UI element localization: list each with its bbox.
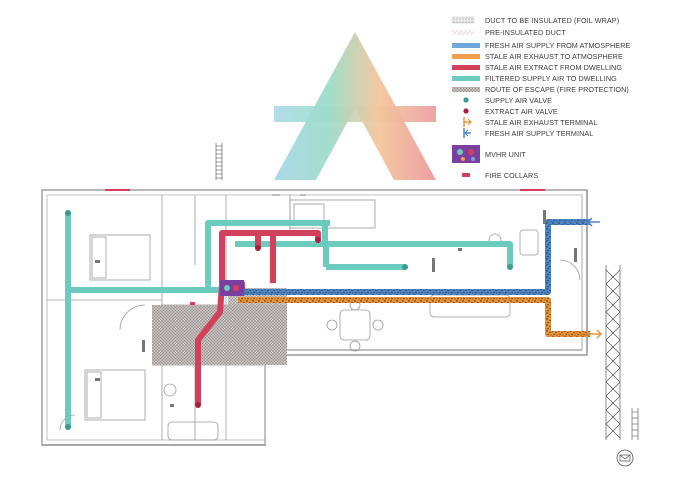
legend-item-supply-valve: SUPPLY AIR VALVE xyxy=(463,96,552,105)
legend-label: FILTERED SUPPLY AIR TO DWELLING xyxy=(485,74,617,83)
legend-label: ROUTE OF ESCAPE (FIRE PROTECTION) xyxy=(485,85,629,94)
supply-terminal-plan xyxy=(586,217,600,227)
room-tags xyxy=(95,210,577,407)
legend-label: SUPPLY AIR VALVE xyxy=(485,96,552,105)
compass-mark xyxy=(616,449,634,467)
legend-item-fresh-supply: FRESH AIR SUPPLY FROM ATMOSPHERE xyxy=(452,41,630,50)
legend-item-stale-extract: STALE AIR EXTRACT FROM DWELLING xyxy=(452,63,622,72)
legend-label: STALE AIR EXHAUST TERMINAL xyxy=(485,118,597,127)
legend-label: MVHR UNIT xyxy=(485,150,526,159)
legend-label: FRESH AIR SUPPLY FROM ATMOSPHERE xyxy=(485,41,630,50)
brand-logo xyxy=(274,32,436,180)
stair-ladder-right xyxy=(605,265,639,440)
legend-label: FRESH AIR SUPPLY TERMINAL xyxy=(485,129,593,138)
legend-item-mvhr: MVHR UNIT xyxy=(452,145,526,163)
duct-fresh-supply xyxy=(238,219,590,295)
legend-label: STALE AIR EXHAUST TO ATMOSPHERE xyxy=(485,52,623,61)
legend-item-extract-valve: EXTRACT AIR VALVE xyxy=(463,107,558,116)
legend-item-fire-collars: FIRE COLLARS xyxy=(462,171,538,180)
legend-label: EXTRACT AIR VALVE xyxy=(485,107,558,116)
legend-item-escape: ROUTE OF ESCAPE (FIRE PROTECTION) xyxy=(452,85,629,94)
legend-label: FIRE COLLARS xyxy=(485,171,538,180)
legend-item-preinsulated: PRE-INSULATED DUCT xyxy=(452,28,566,37)
mvhr-unit-plan xyxy=(220,280,244,296)
legend-label: STALE AIR EXTRACT FROM DWELLING xyxy=(485,63,622,72)
extract-valves xyxy=(195,237,321,408)
fire-collars-plan xyxy=(190,302,201,369)
legend-item-supply-terminal: FRESH AIR SUPPLY TERMINAL xyxy=(463,128,593,138)
legend-label: DUCT TO BE INSULATED (FOIL WRAP) xyxy=(485,16,619,25)
legend-item-insulated: DUCT TO BE INSULATED (FOIL WRAP) xyxy=(451,16,619,25)
legend-label: PRE-INSULATED DUCT xyxy=(485,28,566,37)
legend: DUCT TO BE INSULATED (FOIL WRAP) PRE-INS… xyxy=(451,16,630,180)
exhaust-terminal-plan xyxy=(590,329,603,339)
duct-stale-extract xyxy=(195,230,321,405)
legend-item-stale-exhaust: STALE AIR EXHAUST TO ATMOSPHERE xyxy=(452,52,623,61)
stair-ladder-top xyxy=(215,143,223,180)
legend-item-filtered-supply: FILTERED SUPPLY AIR TO DWELLING xyxy=(452,74,617,83)
duct-stale-exhaust xyxy=(238,297,590,337)
floor-plan xyxy=(41,189,596,451)
supply-valves xyxy=(65,210,513,430)
duct-filtered-supply xyxy=(65,212,513,428)
legend-item-exhaust-terminal: STALE AIR EXHAUST TERMINAL xyxy=(463,117,597,127)
